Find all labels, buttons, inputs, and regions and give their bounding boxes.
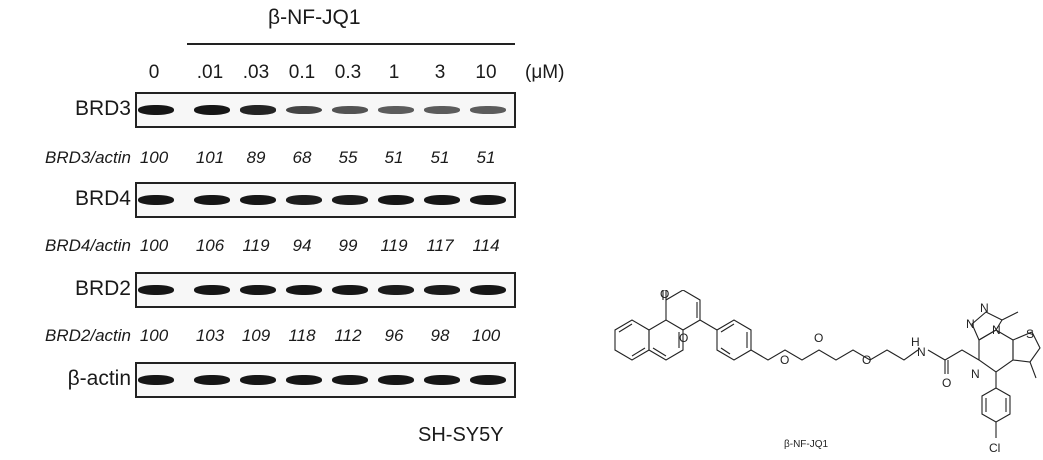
structure-atom-labels: O O O O O H N O N N N N S Cl [660,290,1034,455]
chemical-structure: O O O O O H N O N N N N S Cl β-NF-JQ1 [614,290,1041,455]
ratio-value: 119 [242,236,270,255]
blot-band [378,195,414,205]
blot-band [332,375,368,385]
atom-ring-o: O [679,331,688,345]
blot-band [286,375,322,385]
blot-band [424,375,460,385]
blot-band [424,106,460,114]
ratio-value: 51 [384,148,404,167]
concentration-label: 3 [434,62,446,83]
atom-imine-n: N [971,367,980,381]
ratio-value: 100 [139,326,169,345]
atom-triazole-n1: N [966,317,975,331]
ratio-value: 103 [195,326,225,345]
blot-band [378,375,414,385]
ratio-value: 55 [338,148,358,167]
blot-band [378,106,414,114]
blot-band [286,105,322,115]
atom-amide-n: N [917,345,926,359]
unit-label: (μM) [525,62,565,83]
concentration-label: 10 [475,62,497,83]
ratio-value: 51 [430,148,450,167]
atom-triazole-n2: N [980,301,989,315]
blot-band [286,195,322,205]
atom-ether-o1: O [780,353,789,367]
atom-amide-h: H [911,335,920,349]
ratio-label: BRD4/actin [45,236,131,255]
ratio-value: 51 [476,148,496,167]
ratio-value: 101 [195,148,225,167]
ratio-value: 99 [338,236,358,255]
blot-band [240,285,276,295]
ratio-value: 96 [384,326,404,345]
ratio-value: 109 [241,326,271,345]
blot-band [240,195,276,205]
structure-name: β-NF-JQ1 [784,439,829,450]
blot-band [138,195,174,205]
blot-band [194,375,230,385]
cell-line-label: SH-SY5Y [418,424,504,446]
atom-sulfur: S [1026,327,1034,341]
treatment-label: β-NF-JQ1 [268,6,361,29]
blot-panel [135,182,516,218]
treatment-bar [187,43,515,45]
blot-band [138,285,174,295]
concentration-label: .01 [196,62,224,83]
ratio-value: 100 [471,326,501,345]
blot-band [194,285,230,295]
blot-band [138,105,174,115]
blot-protein-label: BRD3 [74,97,131,120]
ratio-value: 119 [380,236,408,255]
ratio-value: 100 [139,148,169,167]
concentration-label: 1 [388,62,400,83]
blot-protein-label: BRD4 [74,187,131,210]
blot-band [332,285,368,295]
blot-band [470,195,506,205]
blot-band [424,285,460,295]
atom-ether-o3: O [862,353,871,367]
ratio-value: 68 [292,148,312,167]
ratio-value: 89 [246,148,266,167]
ratio-value: 118 [288,326,316,345]
blot-panel [135,92,516,128]
blot-band [424,195,460,205]
concentration-label: 0 [148,62,160,83]
atom-chlorine: Cl [989,441,1000,455]
blot-band [332,195,368,205]
blot-band [194,105,230,115]
ratio-value: 112 [334,326,362,345]
blot-band [470,375,506,385]
blot-band [240,105,276,115]
concentration-label: .03 [242,62,270,83]
blot-band [240,375,276,385]
ratio-label: BRD3/actin [45,148,131,167]
atom-ketone-o: O [660,290,669,301]
ratio-value: 94 [292,236,312,255]
ratio-value: 114 [472,236,500,255]
ratio-value: 117 [426,236,454,255]
blot-band [378,285,414,295]
blot-band [470,285,506,295]
blot-band [470,106,506,114]
blot-protein-label: BRD2 [74,277,131,300]
concentration-label: 0.3 [334,62,362,83]
ratio-value: 100 [139,236,169,255]
blot-band [332,106,368,114]
atom-ether-o2: O [814,331,823,345]
blot-band [286,285,322,295]
concentration-label: 0.1 [288,62,316,83]
ratio-value: 98 [430,326,450,345]
atom-amide-o: O [942,376,951,390]
structure-bonds [614,290,1041,438]
blot-band [138,375,174,385]
blot-band [194,195,230,205]
ratio-value: 106 [195,236,225,255]
blot-protein-label: β-actin [67,367,131,390]
blot-panel [135,362,516,398]
atom-triazole-n3: N [992,323,1001,337]
blot-panel [135,272,516,308]
ratio-label: BRD2/actin [45,326,131,345]
